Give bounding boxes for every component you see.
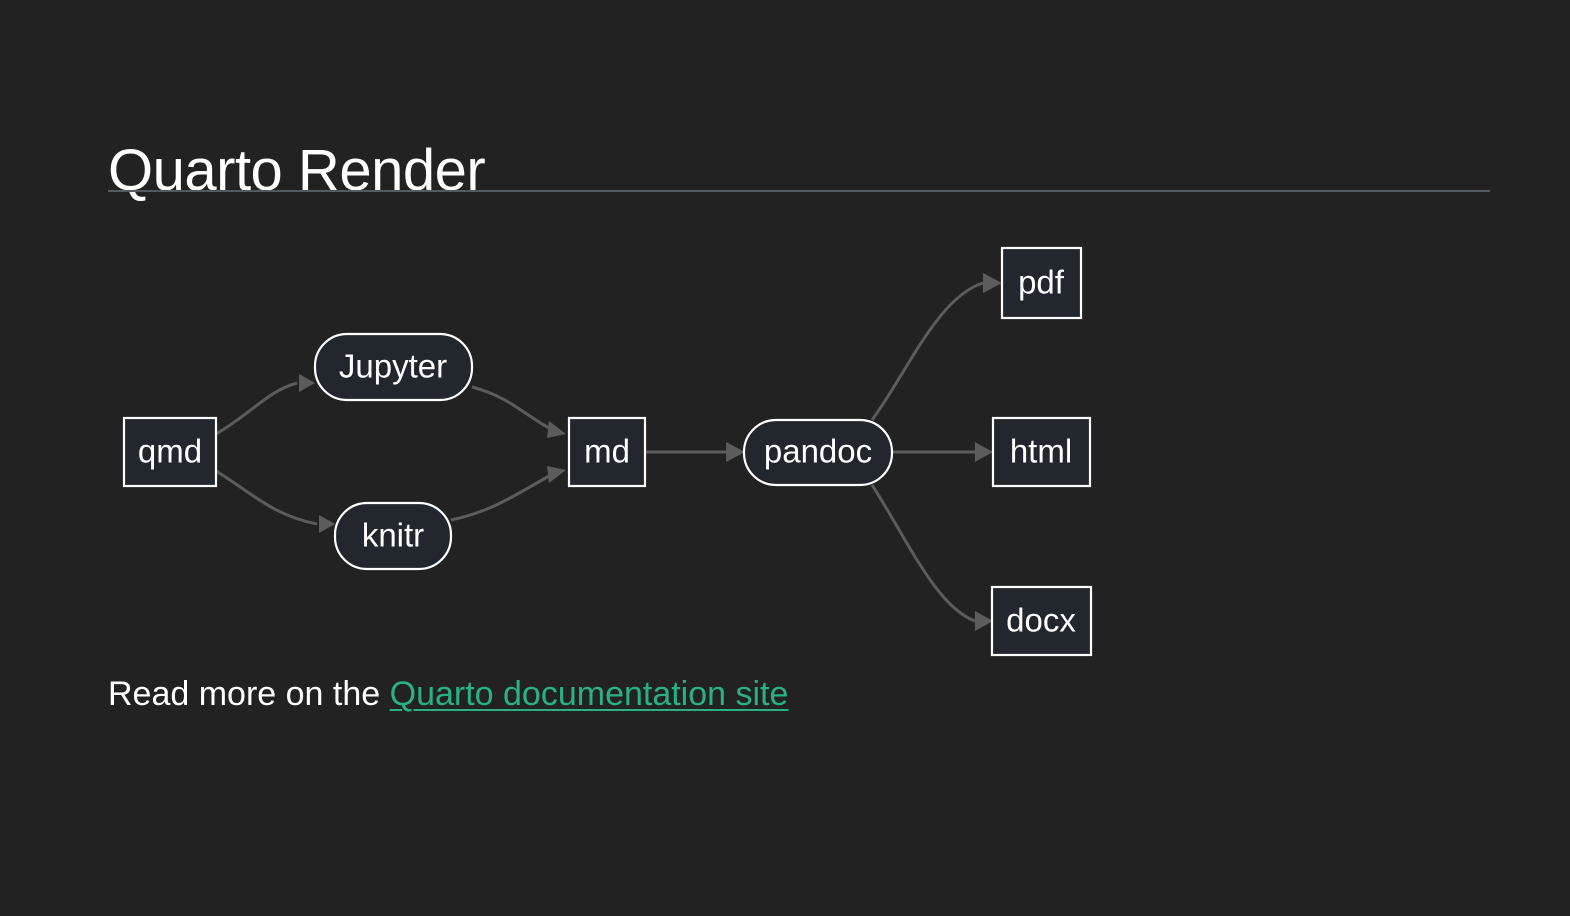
edge-qmd-to-knitr xyxy=(215,469,335,533)
node-pdf[interactable]: pdf xyxy=(1000,246,1083,320)
node-html-label: html xyxy=(1010,433,1072,470)
quarto-render-flowchart: qmd Jupyter knitr md pandoc xyxy=(0,215,1570,665)
edge-pandoc-to-pdf xyxy=(870,273,1002,421)
node-docx-label: docx xyxy=(1006,602,1076,639)
edge-md-to-pandoc xyxy=(645,442,745,462)
node-knitr-label: knitr xyxy=(362,517,424,554)
flowchart-edges xyxy=(215,273,1002,631)
node-knitr[interactable]: knitr xyxy=(333,501,453,571)
edge-qmd-to-jupyter xyxy=(215,374,315,436)
node-qmd[interactable]: qmd xyxy=(122,416,218,488)
node-jupyter-label: Jupyter xyxy=(339,348,447,385)
footer-lead-text: Read more on the xyxy=(108,675,390,713)
node-pdf-label: pdf xyxy=(1018,264,1065,301)
title-divider xyxy=(108,190,1490,192)
footer-text: Read more on the Quarto documentation si… xyxy=(108,672,788,718)
flowchart-canvas: qmd Jupyter knitr md pandoc xyxy=(122,246,1093,657)
node-pandoc-label: pandoc xyxy=(764,433,872,470)
node-jupyter[interactable]: Jupyter xyxy=(313,332,474,402)
node-html[interactable]: html xyxy=(991,416,1092,488)
edge-jupyter-to-md xyxy=(471,385,566,438)
page-title: Quarto Render xyxy=(108,137,486,203)
flowchart-nodes: qmd Jupyter knitr md pandoc xyxy=(122,246,1093,657)
node-qmd-label: qmd xyxy=(138,433,202,470)
node-docx[interactable]: docx xyxy=(990,585,1093,657)
node-md[interactable]: md xyxy=(567,416,647,488)
node-pandoc[interactable]: pandoc xyxy=(742,418,894,487)
edge-pandoc-to-html xyxy=(892,442,993,462)
quarto-documentation-link[interactable]: Quarto documentation site xyxy=(389,675,789,713)
node-md-label: md xyxy=(584,433,630,470)
edge-pandoc-to-docx xyxy=(870,484,993,631)
edge-knitr-to-md xyxy=(450,466,566,522)
